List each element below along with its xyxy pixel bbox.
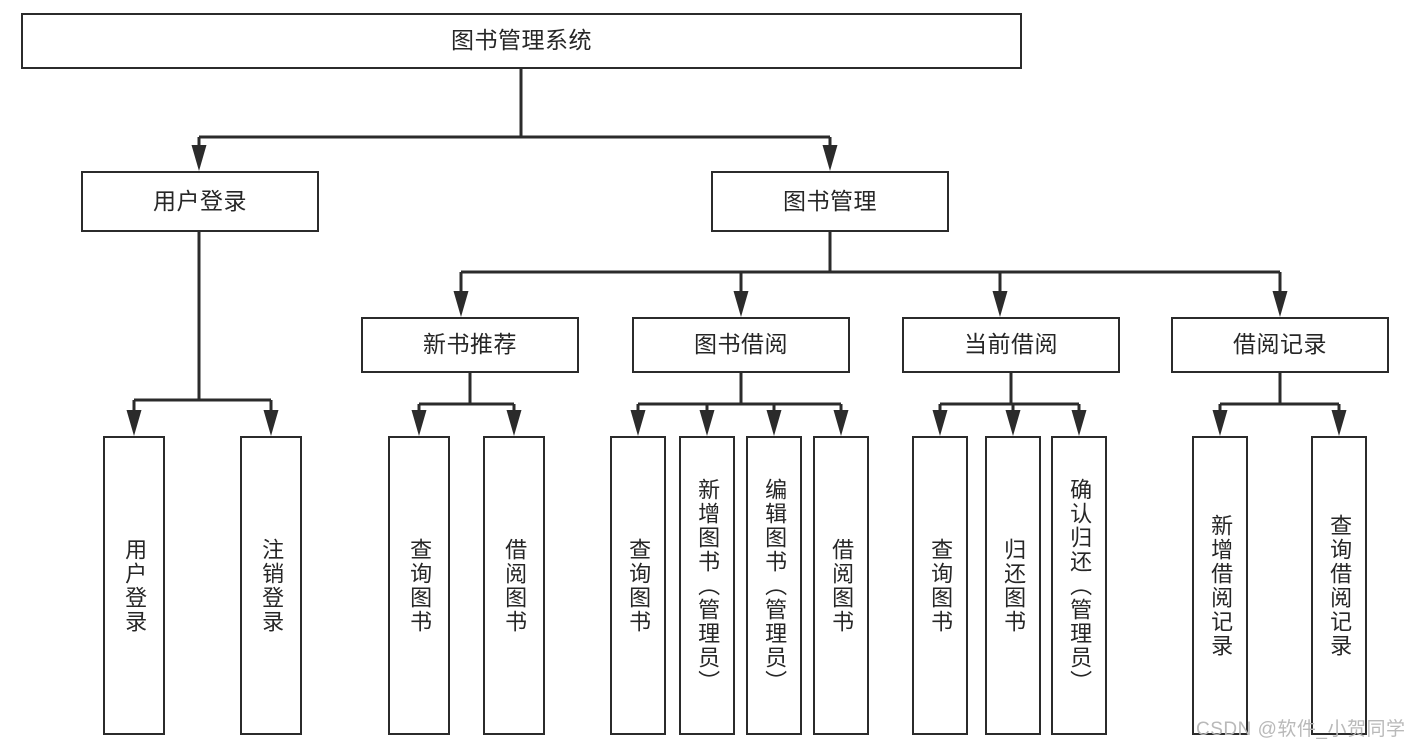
arrowhead-leaf-query-borrow-record bbox=[1331, 410, 1347, 436]
node-label-leaf-borrow-book-2: 借阅图书 bbox=[829, 537, 855, 634]
node-label-root: 图书管理系统 bbox=[451, 27, 592, 54]
arrowhead-new-book-recommend bbox=[453, 291, 469, 317]
arrowhead-leaf-user-login bbox=[126, 410, 142, 436]
arrowhead-leaf-query-book-2 bbox=[630, 410, 646, 436]
node-label-leaf-query-book-1: 查询图书 bbox=[407, 537, 433, 634]
node-label-leaf-confirm-return: 确认归还（管理员） bbox=[1067, 477, 1093, 694]
arrowhead-leaf-add-borrow-record bbox=[1212, 410, 1228, 436]
node-leaf-confirm-return[interactable]: 确认归还（管理员） bbox=[1051, 436, 1107, 735]
node-label-leaf-return-book: 归还图书 bbox=[1001, 537, 1027, 634]
node-label-leaf-logout-login: 注销登录 bbox=[259, 537, 285, 634]
arrowhead-leaf-confirm-return bbox=[1071, 410, 1087, 436]
arrowhead-leaf-return-book bbox=[1005, 410, 1021, 436]
node-label-leaf-query-book-2: 查询图书 bbox=[626, 537, 652, 634]
arrowhead-leaf-logout-login bbox=[263, 410, 279, 436]
node-leaf-borrow-book-1[interactable]: 借阅图书 bbox=[483, 436, 545, 735]
node-new-book-recommend[interactable]: 新书推荐 bbox=[361, 317, 579, 373]
node-label-current-borrow: 当前借阅 bbox=[964, 331, 1058, 358]
arrowhead-leaf-edit-book bbox=[766, 410, 782, 436]
node-leaf-query-borrow-record[interactable]: 查询借阅记录 bbox=[1311, 436, 1367, 735]
node-label-leaf-query-book-3: 查询图书 bbox=[928, 537, 954, 634]
node-leaf-return-book[interactable]: 归还图书 bbox=[985, 436, 1041, 735]
node-leaf-edit-book[interactable]: 编辑图书（管理员） bbox=[746, 436, 802, 735]
arrowhead-leaf-borrow-book-2 bbox=[833, 410, 849, 436]
node-leaf-borrow-book-2[interactable]: 借阅图书 bbox=[813, 436, 869, 735]
arrowhead-book-management bbox=[822, 145, 838, 171]
node-label-leaf-add-borrow-record: 新增借阅记录 bbox=[1208, 513, 1234, 658]
node-book-borrow[interactable]: 图书借阅 bbox=[632, 317, 850, 373]
arrowhead-leaf-query-book-3 bbox=[932, 410, 948, 436]
node-current-borrow[interactable]: 当前借阅 bbox=[902, 317, 1120, 373]
node-user-login[interactable]: 用户登录 bbox=[81, 171, 319, 232]
node-leaf-add-book[interactable]: 新增图书（管理员） bbox=[679, 436, 735, 735]
node-label-new-book-recommend: 新书推荐 bbox=[423, 331, 517, 358]
node-borrow-record[interactable]: 借阅记录 bbox=[1171, 317, 1389, 373]
node-label-leaf-query-borrow-record: 查询借阅记录 bbox=[1327, 513, 1353, 658]
node-label-user-login: 用户登录 bbox=[153, 187, 247, 214]
arrowhead-leaf-add-book bbox=[699, 410, 715, 436]
node-label-book-management: 图书管理 bbox=[783, 187, 877, 214]
node-leaf-add-borrow-record[interactable]: 新增借阅记录 bbox=[1192, 436, 1248, 735]
node-label-leaf-edit-book: 编辑图书（管理员） bbox=[762, 477, 788, 694]
node-root[interactable]: 图书管理系统 bbox=[21, 13, 1022, 69]
arrowhead-leaf-borrow-book-1 bbox=[506, 410, 522, 436]
arrowhead-book-borrow bbox=[733, 291, 749, 317]
node-label-leaf-borrow-book-1: 借阅图书 bbox=[502, 537, 528, 634]
node-leaf-query-book-3[interactable]: 查询图书 bbox=[912, 436, 968, 735]
node-leaf-query-book-2[interactable]: 查询图书 bbox=[610, 436, 666, 735]
node-label-book-borrow: 图书借阅 bbox=[694, 331, 788, 358]
node-leaf-user-login[interactable]: 用户登录 bbox=[103, 436, 165, 735]
node-leaf-logout-login[interactable]: 注销登录 bbox=[240, 436, 302, 735]
arrowhead-user-login bbox=[191, 145, 207, 171]
arrowhead-borrow-record bbox=[1272, 291, 1288, 317]
arrowhead-leaf-query-book-1 bbox=[411, 410, 427, 436]
node-book-management[interactable]: 图书管理 bbox=[711, 171, 949, 232]
node-label-leaf-add-book: 新增图书（管理员） bbox=[695, 477, 721, 694]
arrowhead-current-borrow bbox=[992, 291, 1008, 317]
node-label-leaf-user-login: 用户登录 bbox=[122, 537, 148, 634]
node-leaf-query-book-1[interactable]: 查询图书 bbox=[388, 436, 450, 735]
node-label-borrow-record: 借阅记录 bbox=[1233, 331, 1327, 358]
